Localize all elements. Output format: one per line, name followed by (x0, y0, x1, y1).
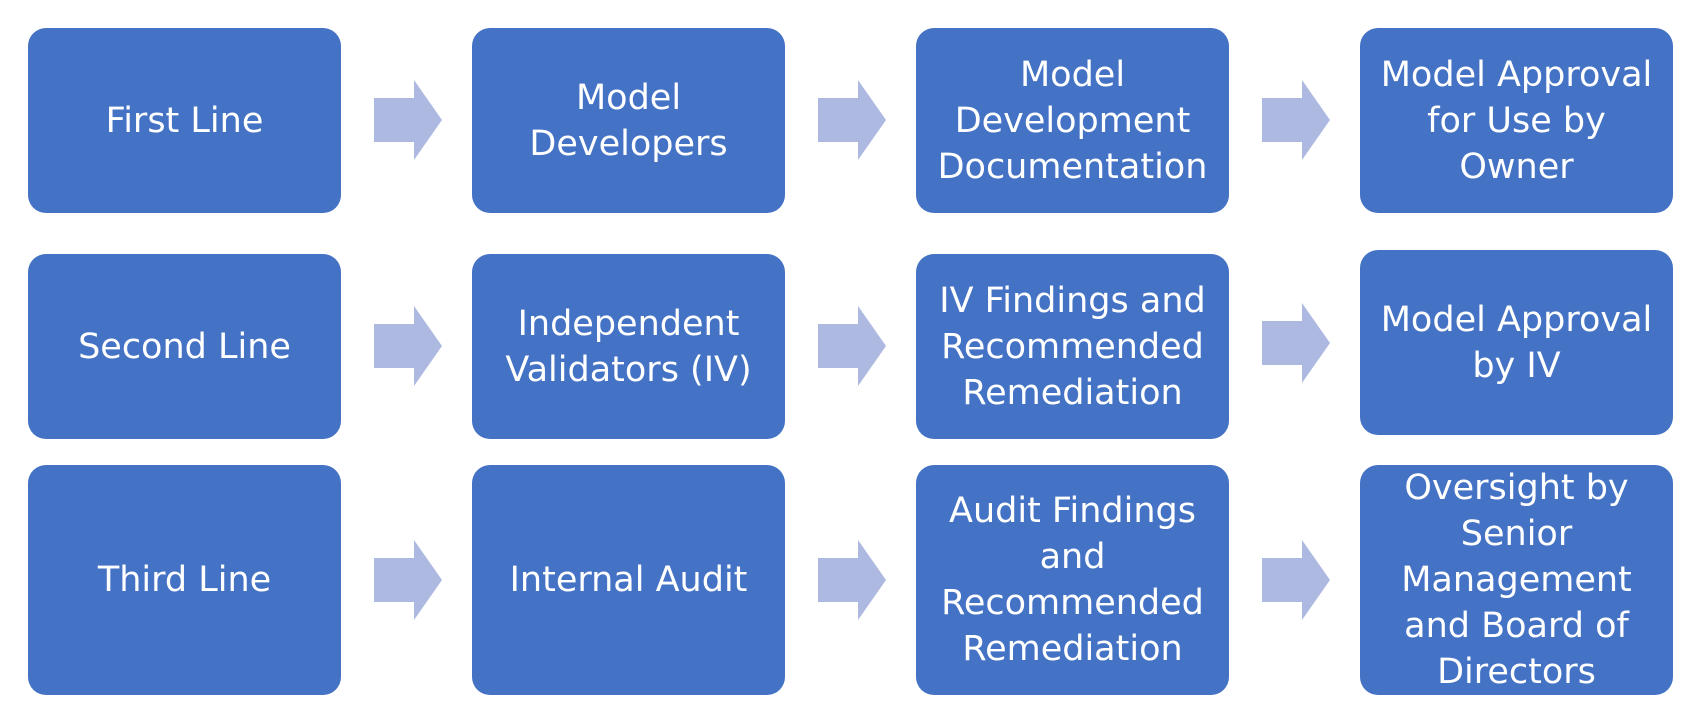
third-line-box: Third Line (28, 465, 341, 695)
independent-validators-box: Independent Validators (IV) (472, 254, 785, 439)
audit-findings-box: Audit Findings and Recommended Remediati… (916, 465, 1229, 695)
third-line-label: Third Line (97, 560, 272, 600)
internal-audit-label: Internal Audit (509, 560, 748, 600)
right-arrow-icon (818, 306, 886, 386)
first-line-label: First Line (105, 100, 264, 141)
right-arrow-icon (1262, 80, 1330, 160)
model-approval-owner-box: Model Approval for Use by Owner (1360, 28, 1673, 213)
audit-findings-label: Audit Findings and Recommended Remediati… (941, 491, 1204, 669)
model-developers-label: Model Developers (529, 77, 728, 164)
model-approval-iv-box: Model Approval by IV (1360, 250, 1673, 435)
internal-audit-box: Internal Audit (472, 465, 785, 695)
model-approval-iv-label: Model Approval by IV (1380, 299, 1653, 386)
independent-validators-label: Independent Validators (IV) (505, 303, 752, 390)
right-arrow-icon (1262, 540, 1330, 620)
oversight-label: Oversight by Senior Management and Board… (1401, 468, 1632, 692)
model-developers-box: Model Developers (472, 28, 785, 213)
right-arrow-icon (818, 80, 886, 160)
second-line-box: Second Line (28, 254, 341, 439)
model-development-documentation-box: Model Development Documentation (916, 28, 1229, 213)
right-arrow-icon (374, 306, 442, 386)
right-arrow-icon (1262, 303, 1330, 383)
right-arrow-icon (374, 80, 442, 160)
iv-findings-label: IV Findings and Recommended Remediation (939, 280, 1206, 413)
model-development-documentation-label: Model Development Documentation (937, 54, 1208, 187)
iv-findings-box: IV Findings and Recommended Remediation (916, 254, 1229, 439)
second-line-label: Second Line (78, 326, 291, 367)
right-arrow-icon (818, 540, 886, 620)
oversight-box: Oversight by Senior Management and Board… (1360, 465, 1673, 695)
right-arrow-icon (374, 540, 442, 620)
model-approval-owner-label: Model Approval for Use by Owner (1380, 54, 1653, 187)
first-line-box: First Line (28, 28, 341, 213)
